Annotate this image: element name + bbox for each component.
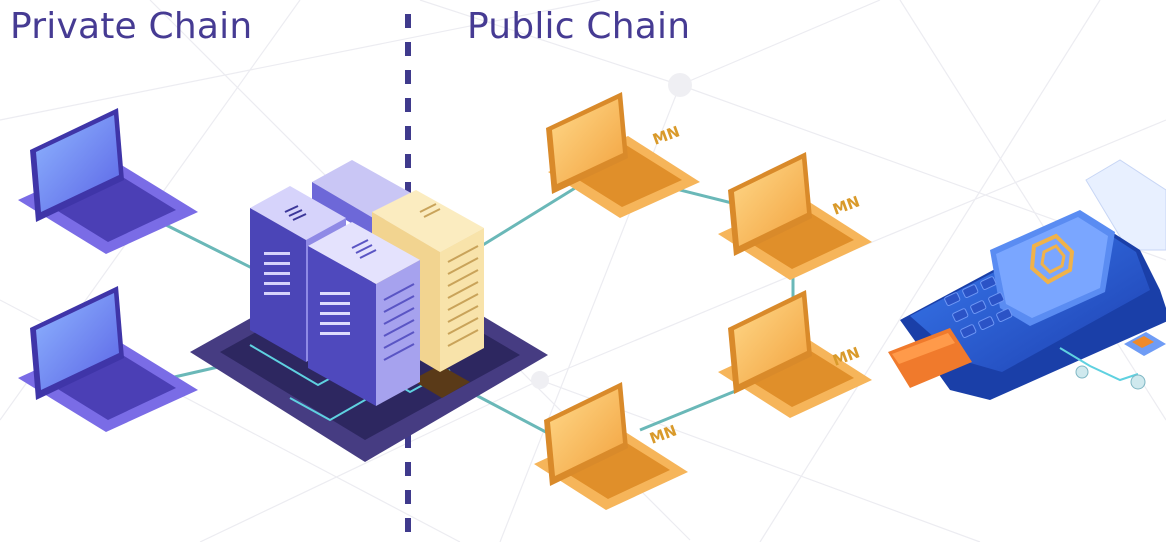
masternode-laptop-1: MN — [546, 92, 700, 218]
private-chain-heading: Private Chain — [10, 6, 253, 47]
svg-text:MN: MN — [650, 122, 682, 148]
masternode-laptop-3: MN — [718, 290, 872, 418]
server-cluster — [250, 160, 484, 406]
svg-text:MN: MN — [830, 192, 862, 218]
private-laptop-2 — [18, 286, 198, 432]
private-laptop-1 — [18, 108, 198, 254]
masternode-laptop-4: MN — [534, 382, 688, 510]
masternode-laptop-2: MN — [718, 152, 872, 280]
public-chain-heading: Public Chain — [467, 6, 691, 47]
payment-terminal — [888, 159, 1166, 400]
svg-text:MN: MN — [830, 343, 862, 369]
